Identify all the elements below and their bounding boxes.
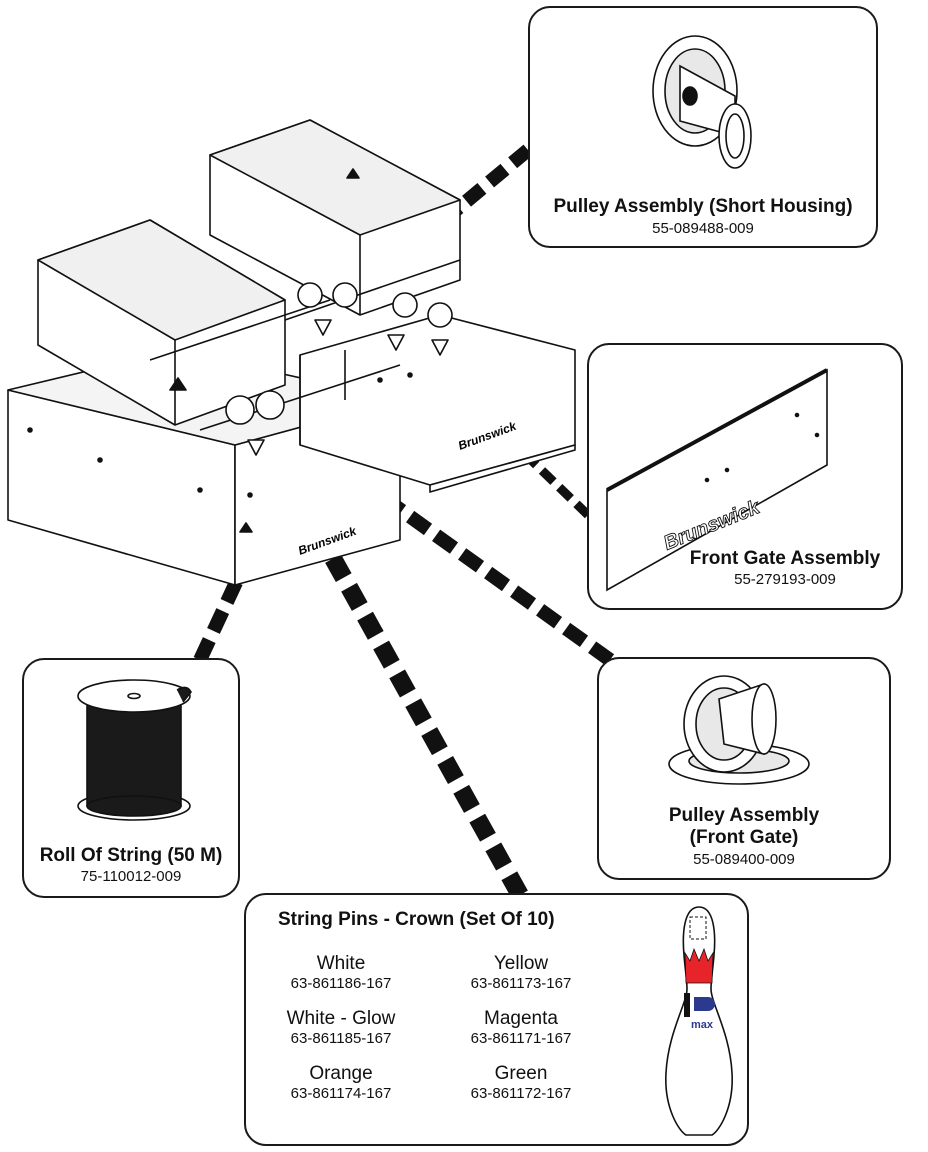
pin-variant-part-number: 63-861172-167 [470,1085,572,1102]
pin-variant-name: Orange [309,1063,373,1084]
callout-pulley-front-gate: Pulley Assembly (Front Gate) 55-089400-0… [597,657,891,880]
pin-variant-white: White 63-861186-167 [256,953,426,993]
pin-variant-part-number: 63-861171-167 [470,1030,572,1047]
pin-variant-name: Yellow [493,953,549,974]
pin-variant-name: Green [494,1063,548,1084]
pulley-short-housing-title: Pulley Assembly (Short Housing) [553,196,853,217]
pin-variant-name: White [316,953,366,974]
pulley-front-gate-part-number: 55-089400-009 [693,851,795,868]
pin-variant-part-number: 63-861173-167 [470,975,572,992]
callout-pulley-short-housing: Pulley Assembly (Short Housing) 55-08948… [528,6,878,248]
pin-variant-part-number: 63-861174-167 [290,1085,392,1102]
pulley-front-gate-icon [668,675,810,785]
pin-variant-magenta: Magenta 63-861171-167 [436,1008,606,1048]
pulley-short-housing-part-number: 55-089488-009 [652,220,754,237]
callout-front-gate-assembly: Brunswick Front Gate Assembly 55-279193-… [587,343,903,610]
pin-variant-white-glow: White - Glow 63-861185-167 [256,1008,426,1048]
string-roll-part-number: 75-110012-009 [80,868,182,885]
callout-roll-of-string: Roll Of String (50 M) 75-110012-009 [22,658,240,898]
front-gate-icon: Brunswick [606,368,828,592]
pulley-short-housing-icon [652,35,752,169]
bowling-pin-icon: max [665,906,733,1136]
pin-variant-yellow: Yellow 63-861173-167 [436,953,606,993]
pin-logo-text: max [691,1019,714,1031]
pinsetter-machine-illustration: Brunswick Brunswick [7,119,576,586]
front-gate-title: Front Gate Assembly [689,548,881,569]
string-pins-title: String Pins - Crown (Set Of 10) [278,909,555,930]
front-gate-part-number: 55-279193-009 [734,571,836,588]
pulley-front-gate-title-line2: (Front Gate) [689,827,799,848]
pin-variant-name: Magenta [484,1008,558,1029]
pin-variant-part-number: 63-861185-167 [290,1030,392,1047]
callout-string-pins: String Pins - Crown (Set Of 10) White 63… [244,893,749,1146]
pin-variant-green: Green 63-861172-167 [436,1063,606,1103]
string-roll-icon [77,679,192,821]
pin-variant-name: White - Glow [286,1008,396,1029]
leader-line-string-pins [312,530,528,900]
pulley-front-gate-title-line1: Pulley Assembly [668,805,820,826]
pin-variant-part-number: 63-861186-167 [290,975,392,992]
leader-line-pulley-front-gate [375,489,615,666]
string-roll-title: Roll Of String (50 M) [39,845,223,866]
pin-variant-orange: Orange 63-861174-167 [256,1063,426,1103]
